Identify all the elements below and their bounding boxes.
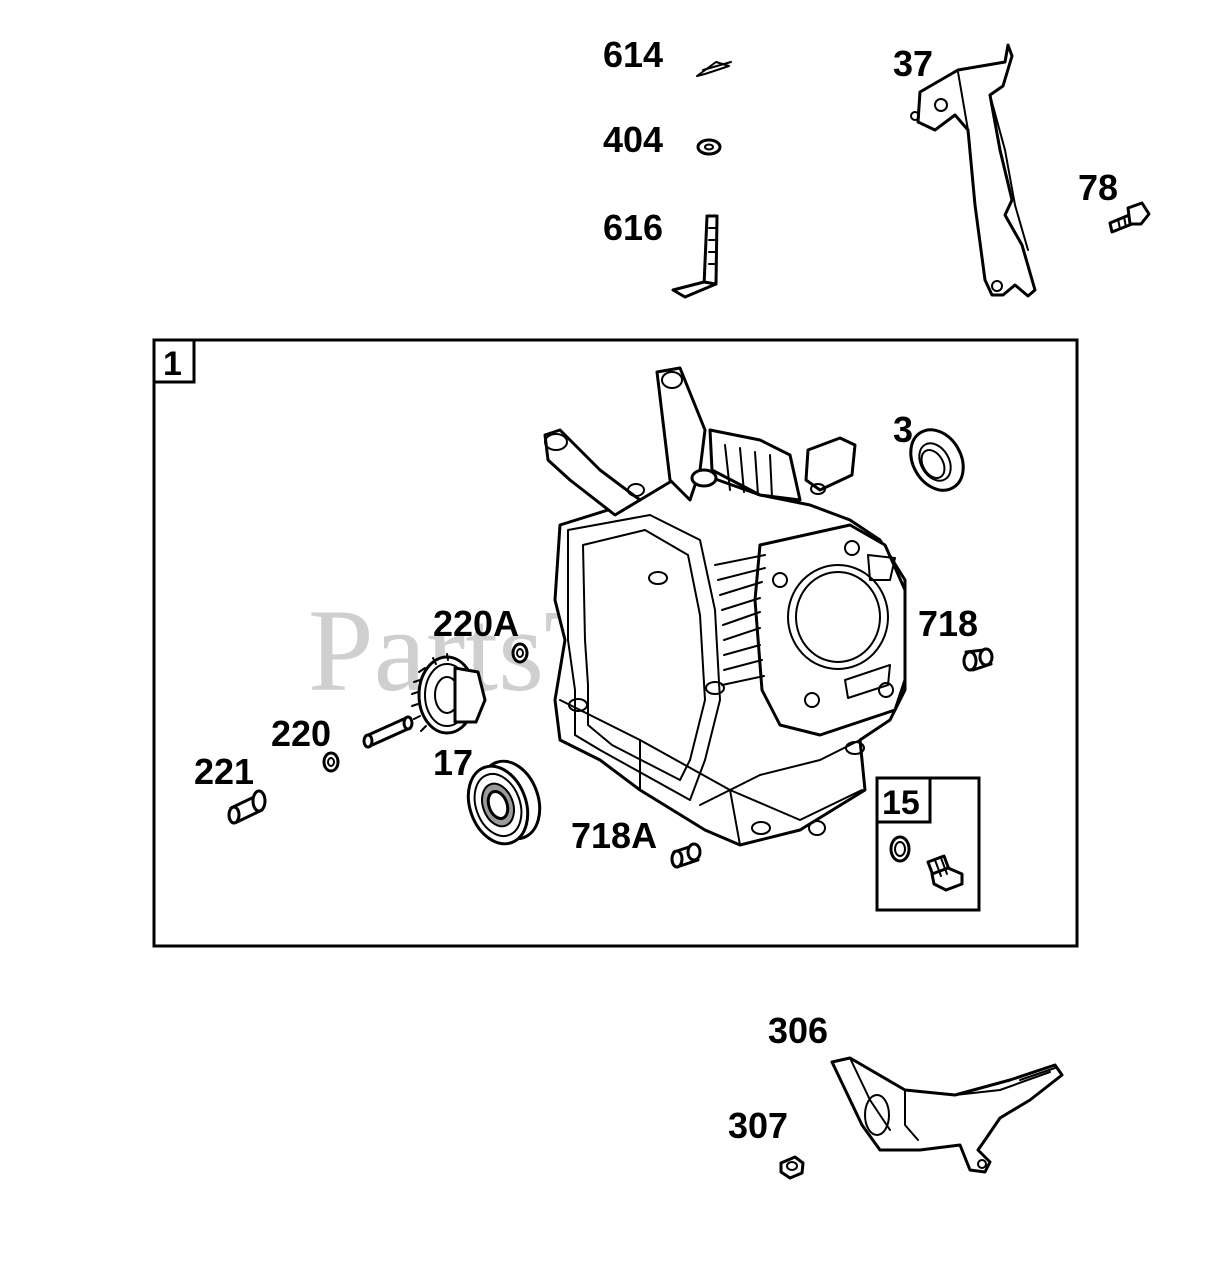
assembly-box-1	[152, 338, 1079, 948]
callout-17[interactable]: 17	[433, 742, 473, 783]
sub-box-label[interactable]: 15	[882, 784, 920, 822]
assembly-box-label[interactable]: 1	[163, 345, 182, 383]
part-78-bolt[interactable]	[1108, 201, 1151, 234]
part-220-pin[interactable]	[322, 715, 414, 773]
assembly-box-label-frame	[152, 338, 196, 384]
part-governor-gear[interactable]	[411, 653, 487, 735]
part-306-bracket[interactable]	[830, 1056, 1064, 1174]
part-17-bearing[interactable]	[458, 753, 550, 852]
part-307-screw[interactable]	[779, 1155, 805, 1180]
part-3-oil-seal[interactable]	[900, 420, 974, 499]
callout-78[interactable]: 78	[1078, 167, 1118, 208]
part-221-bolt[interactable]	[227, 789, 267, 825]
part-37-lever[interactable]	[910, 43, 1037, 298]
callout-404[interactable]: 404	[603, 119, 663, 160]
part-15-drain-plug[interactable]	[889, 835, 964, 892]
part-718-dowel[interactable]	[962, 647, 994, 672]
callout-3[interactable]: 3	[893, 409, 913, 450]
callout-614[interactable]: 614	[603, 34, 663, 75]
part-616-rod[interactable]	[671, 214, 719, 299]
part-718A-dowel[interactable]	[670, 842, 702, 869]
callout-220A[interactable]: 220A	[433, 603, 519, 644]
callout-306[interactable]: 306	[768, 1010, 828, 1051]
callout-221[interactable]: 221	[194, 751, 254, 792]
part-404-washer[interactable]	[696, 138, 722, 156]
callout-307[interactable]: 307	[728, 1105, 788, 1146]
part-614-cotter-pin[interactable]	[696, 61, 732, 77]
callout-616[interactable]: 616	[603, 207, 663, 248]
callout-37[interactable]: 37	[893, 43, 933, 84]
callout-718A[interactable]: 718A	[571, 815, 657, 856]
callout-220[interactable]: 220	[271, 713, 331, 754]
sub-box-label-frame	[875, 776, 932, 824]
part-220A-washer[interactable]	[511, 642, 529, 664]
part-1-engine-block[interactable]	[543, 366, 907, 847]
callout-718[interactable]: 718	[918, 603, 978, 644]
